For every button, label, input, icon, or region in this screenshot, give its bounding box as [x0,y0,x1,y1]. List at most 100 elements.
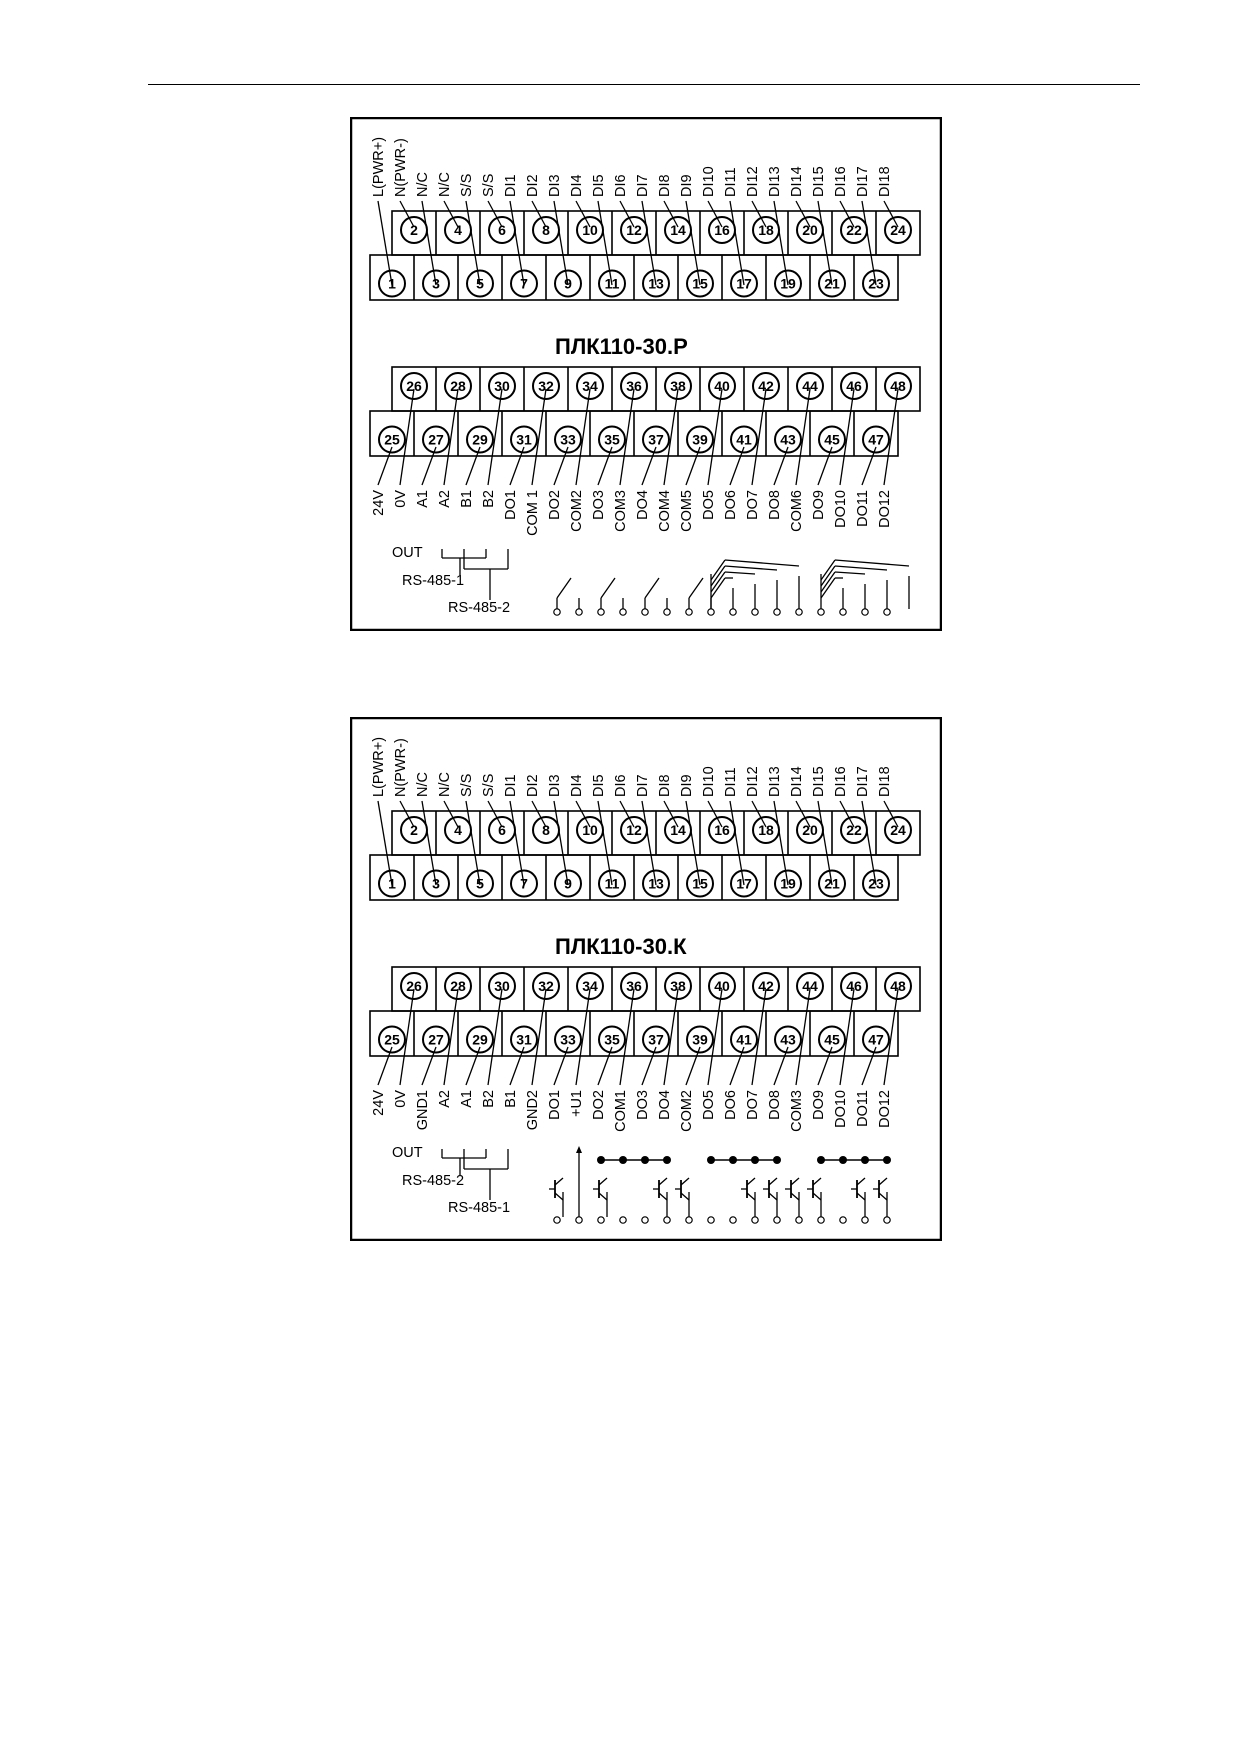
pin-lead [663,800,679,828]
transistor-collector [856,1177,866,1186]
terminal-circle [884,216,912,244]
terminal-circle [642,869,670,898]
terminal-number: 26 [406,378,422,394]
pin-lead [883,388,899,486]
terminal-number: 48 [890,378,906,394]
output-terminal [619,1216,627,1224]
terminal-circle [818,869,846,898]
pin-label: DO6 [723,1090,739,1120]
terminal-circle [510,425,538,454]
diagram-title: ПЛК110-30.К [555,934,687,959]
rs485-label: RS-485-2 [448,600,510,616]
pin-lead [575,800,591,828]
terminal-number: 8 [542,222,550,238]
terminal-number: 11 [605,876,620,892]
output-terminal [839,608,847,616]
pin-label: DI8 [657,774,673,797]
terminal-number: 33 [560,432,576,448]
terminal-number: 3 [432,876,440,892]
terminal-circle [576,816,604,844]
terminal-circle [400,816,428,844]
pin-label: DO5 [701,490,717,520]
pin-lead [575,388,591,486]
terminal-circle [444,372,472,400]
pin-label: N/C [415,772,431,797]
transistor-emitter [878,1192,888,1201]
diagram-frame [350,717,942,1241]
pin-label: DO11 [855,490,871,527]
output-terminal [685,608,693,616]
output-terminal [663,608,671,616]
terminal-number: 22 [846,822,862,838]
pin-label: S/S [459,774,475,797]
pin-label: DI10 [701,166,717,197]
junction-dot [597,1156,605,1164]
pin-lead [773,1046,789,1086]
pin-lead [487,800,503,828]
terminal-circle [620,216,648,244]
terminal-number: 20 [802,822,818,838]
terminal-circle [884,372,912,400]
terminal-circle [444,816,472,844]
pin-lead [443,388,459,486]
terminal-circle [774,869,802,898]
terminal-circle [444,216,472,244]
terminal-number: 23 [868,876,884,892]
output-terminal [773,1216,781,1224]
pin-lead [707,388,723,486]
pin-lead [795,388,811,486]
terminal-number: 19 [780,876,796,892]
transistor-emitter [768,1192,778,1201]
terminal-number: 28 [450,978,466,994]
relay-contact [600,577,616,599]
terminal-circle [488,972,516,1000]
terminal-number: 11 [605,276,620,292]
pin-label: DO9 [811,1090,827,1120]
pin-lead [619,800,635,828]
terminal-number: 25 [384,1032,400,1048]
pin-lead [883,200,899,228]
pin-label: COM2 [679,1090,695,1132]
output-terminal [817,608,825,616]
terminal-number: 8 [542,822,550,838]
pin-label: A2 [437,1090,453,1108]
terminal-circle [576,972,604,1000]
terminal-circle [708,972,736,1000]
terminal-number: 13 [648,876,664,892]
terminal-number: 35 [604,1032,620,1048]
pin-lead [707,200,723,228]
transistor-emitter [790,1192,800,1201]
transistor-emitter [598,1192,608,1201]
pin-label: DI2 [525,774,541,797]
pin-label: DO1 [503,490,519,520]
pin-label: COM1 [613,1090,629,1132]
terminal-number: 12 [626,822,642,838]
output-terminal [597,608,605,616]
pin-lead [553,1046,569,1086]
terminal-circle [400,216,428,244]
pin-lead [421,446,437,486]
terminal-number: 28 [450,378,466,394]
terminal-circle [796,216,824,244]
pin-label: DO11 [855,1090,871,1127]
pin-label: DI1 [503,174,519,197]
pin-label: DI7 [635,174,651,197]
pin-lead [575,988,591,1086]
terminal-number: 24 [890,822,906,838]
pin-label: N(PWR-) [393,138,409,197]
terminal-circle [620,972,648,1000]
junction-dot [729,1156,737,1164]
pin-lead [685,1046,701,1086]
out-label: OUT [392,1145,423,1161]
transistor-emitter [746,1192,756,1201]
terminal-circle [422,1025,450,1054]
transistor-collector [878,1177,888,1186]
pin-lead [663,988,679,1086]
relay-contact [710,577,726,599]
pin-label: A1 [459,1090,475,1108]
pin-lead [883,800,899,828]
terminal-number: 18 [758,222,774,238]
terminal-circle [642,1025,670,1054]
output-terminal [795,1216,803,1224]
terminal-number: 27 [428,432,444,448]
